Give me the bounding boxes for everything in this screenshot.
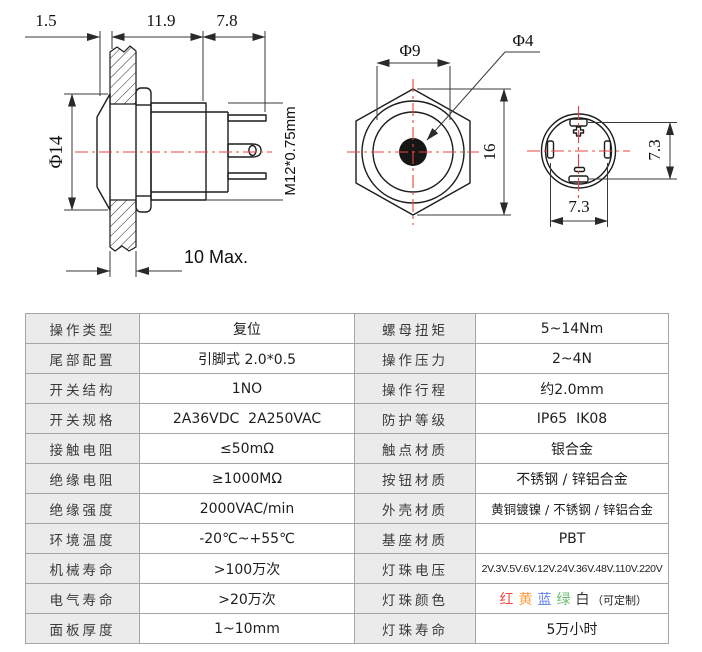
- spec-row-5: 绝缘电阻 ≥1000MΩ 按钮材质 不锈钢 / 锌铝合金: [25, 463, 669, 494]
- spec-label-right: 基座材质: [354, 523, 476, 554]
- spec-section: 操作类型 复位 螺母扭矩 5~14Nm 尾部配置 引脚式 2.0*0.5 操作压…: [25, 313, 669, 644]
- spec-value-right: 黄铜镀镍 / 不锈钢 / 锌铝合金: [475, 493, 669, 524]
- spec-label-left: 环境温度: [25, 523, 140, 554]
- hex-nut-side: [135, 87, 152, 213]
- spec-value-right: 2V.3V.5V.6V.12V.24V.36V.48V.110V.220V: [475, 553, 669, 584]
- spec-value-left: 2000VAC/min: [139, 493, 355, 524]
- technical-drawing: 1.5 11.9 7.8: [25, 11, 677, 277]
- spec-value-right: 约2.0mm: [475, 373, 669, 404]
- dim-thread-label: M12*0.75mm: [282, 106, 299, 195]
- spec-table: 操作类型 复位 螺母扭矩 5~14Nm 尾部配置 引脚式 2.0*0.5 操作压…: [25, 313, 669, 644]
- led-color-option: 红: [499, 591, 514, 608]
- led-color-option: 绿: [556, 591, 571, 608]
- spec-label-right: 操作压力: [354, 343, 476, 374]
- spec-value-left: 1~10mm: [139, 613, 355, 644]
- led-color-option: 白: [575, 591, 590, 608]
- spec-label-left: 绝缘强度: [25, 493, 140, 524]
- dim-panel-max-label: 10 Max.: [184, 247, 248, 267]
- spec-value-left: 1NO: [139, 373, 355, 404]
- spec-label-right: 灯珠颜色: [354, 583, 476, 614]
- panel-wall-top: [109, 45, 137, 105]
- spec-label-right: 螺母扭矩: [354, 313, 476, 344]
- spec-label-right: 触点材质: [354, 433, 476, 464]
- spec-label-left: 开关结构: [25, 373, 140, 404]
- spec-label-right: 防护等级: [354, 403, 476, 434]
- spec-row-9: 电气寿命 >20万次 灯珠颜色 红黄蓝绿白（可定制）: [25, 583, 669, 614]
- spec-label-left: 电气寿命: [25, 583, 140, 614]
- spec-label-right: 按钮材质: [354, 463, 476, 494]
- spec-row-10: 面板厚度 1~10mm 灯珠寿命 5万小时: [25, 613, 669, 644]
- spec-label-right: 灯珠寿命: [354, 613, 476, 644]
- spec-label-left: 绝缘电阻: [25, 463, 140, 494]
- spec-label-right: 灯珠电压: [354, 553, 476, 584]
- spec-label-left: 接触电阻: [25, 433, 140, 464]
- dim-flange-label: 1.5: [35, 11, 56, 30]
- spec-label-left: 开关规格: [25, 403, 140, 434]
- spec-label-right: 操作行程: [354, 373, 476, 404]
- spec-row-3: 开关规格 2A36VDC 2A250VAC 防护等级 IP65 IK08: [25, 403, 669, 434]
- dim-diameter-label: Φ14: [46, 135, 67, 168]
- dim-pin-spacing-h-label: 7.3: [568, 197, 589, 216]
- dim-body-label: 11.9: [146, 11, 175, 30]
- led-color-option: 黄: [518, 591, 533, 608]
- terminal-pins: [227, 114, 267, 180]
- spec-value-right: IP65 IK08: [475, 403, 669, 434]
- front-view: Φ9 16 Φ4: [347, 31, 540, 225]
- side-view: 1.5 11.9 7.8: [25, 11, 299, 277]
- led-color-option: 蓝: [537, 591, 552, 608]
- spec-label-left: 尾部配置: [25, 343, 140, 374]
- dim-pin-spacing-v-label: 7.3: [645, 139, 664, 160]
- spec-row-2: 开关结构 1NO 操作行程 约2.0mm: [25, 373, 669, 404]
- spec-table-body: 操作类型 复位 螺母扭矩 5~14Nm 尾部配置 引脚式 2.0*0.5 操作压…: [25, 313, 669, 644]
- spec-value-left: >20万次: [139, 583, 355, 614]
- panel-wall-bottom: [109, 199, 137, 252]
- spec-value-left: 2A36VDC 2A250VAC: [139, 403, 355, 434]
- spec-value-left: >100万次: [139, 553, 355, 584]
- led-color-note: （可定制）: [592, 593, 647, 607]
- spec-label-left: 操作类型: [25, 313, 140, 344]
- spec-value-right: 2~4N: [475, 343, 669, 374]
- spec-label-left: 机械寿命: [25, 553, 140, 584]
- hex-nut-front: [355, 88, 471, 216]
- spec-value-right: 不锈钢 / 锌铝合金: [475, 463, 669, 494]
- spec-value-left: ≥1000MΩ: [139, 463, 355, 494]
- spec-value-right: 银合金: [475, 433, 669, 464]
- spec-row-1: 尾部配置 引脚式 2.0*0.5 操作压力 2~4N: [25, 343, 669, 374]
- spec-value-left: 引脚式 2.0*0.5: [139, 343, 355, 374]
- spec-row-0: 操作类型 复位 螺母扭矩 5~14Nm: [25, 313, 669, 344]
- spec-row-6: 绝缘强度 2000VAC/min 外壳材质 黄铜镀镍 / 不锈钢 / 锌铝合金: [25, 493, 669, 524]
- spec-row-7: 环境温度 -20℃~+55℃ 基座材质 PBT: [25, 523, 669, 554]
- dim-across-label: 16: [480, 144, 499, 161]
- dim-button-label: Φ9: [400, 41, 421, 60]
- spec-value-right: PBT: [475, 523, 669, 554]
- spec-value-right: 5万小时: [475, 613, 669, 644]
- spec-value-right: 5~14Nm: [475, 313, 669, 344]
- spec-row-8: 机械寿命 >100万次 灯珠电压 2V.3V.5V.6V.12V.24V.36V…: [25, 553, 669, 584]
- spec-value-left: -20℃~+55℃: [139, 523, 355, 554]
- dim-pins-label: 7.8: [216, 11, 237, 30]
- spec-value-left: 复位: [139, 313, 355, 344]
- spec-label-left: 面板厚度: [25, 613, 140, 644]
- spec-value-right: 红黄蓝绿白（可定制）: [475, 583, 669, 614]
- dim-led-label: Φ4: [513, 31, 534, 50]
- back-view: 7.3 7.3: [527, 106, 677, 227]
- spec-value-left: ≤50mΩ: [139, 433, 355, 464]
- spec-label-right: 外壳材质: [354, 493, 476, 524]
- spec-row-4: 接触电阻 ≤50mΩ 触点材质 银合金: [25, 433, 669, 464]
